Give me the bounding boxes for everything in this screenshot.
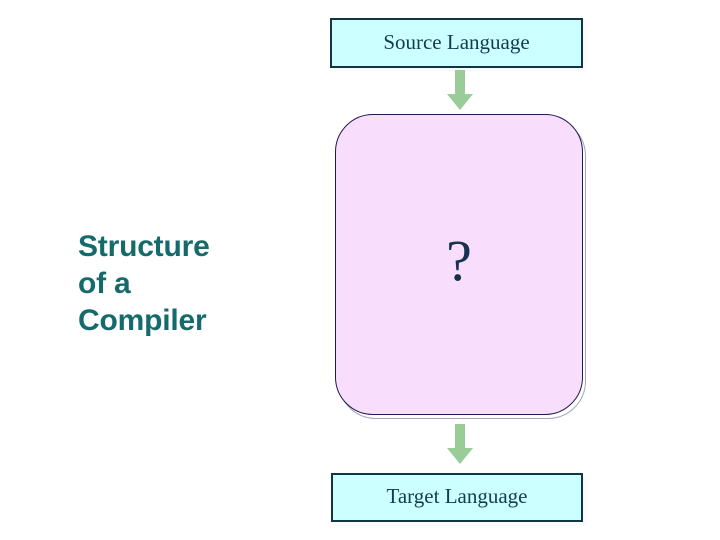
page-title: Structure of a Compiler bbox=[78, 230, 210, 337]
target-language-label: Target Language bbox=[386, 484, 528, 508]
target-language-box[interactable]: Target Language bbox=[331, 473, 583, 522]
source-language-box[interactable]: Source Language bbox=[330, 18, 583, 68]
question-mark-icon: ? bbox=[446, 227, 472, 293]
down-arrow-icon-top bbox=[447, 70, 473, 110]
down-arrow-icon-bottom bbox=[447, 424, 473, 464]
unknown-stage-box[interactable]: ? bbox=[335, 114, 583, 415]
source-language-label: Source Language bbox=[383, 29, 530, 54]
